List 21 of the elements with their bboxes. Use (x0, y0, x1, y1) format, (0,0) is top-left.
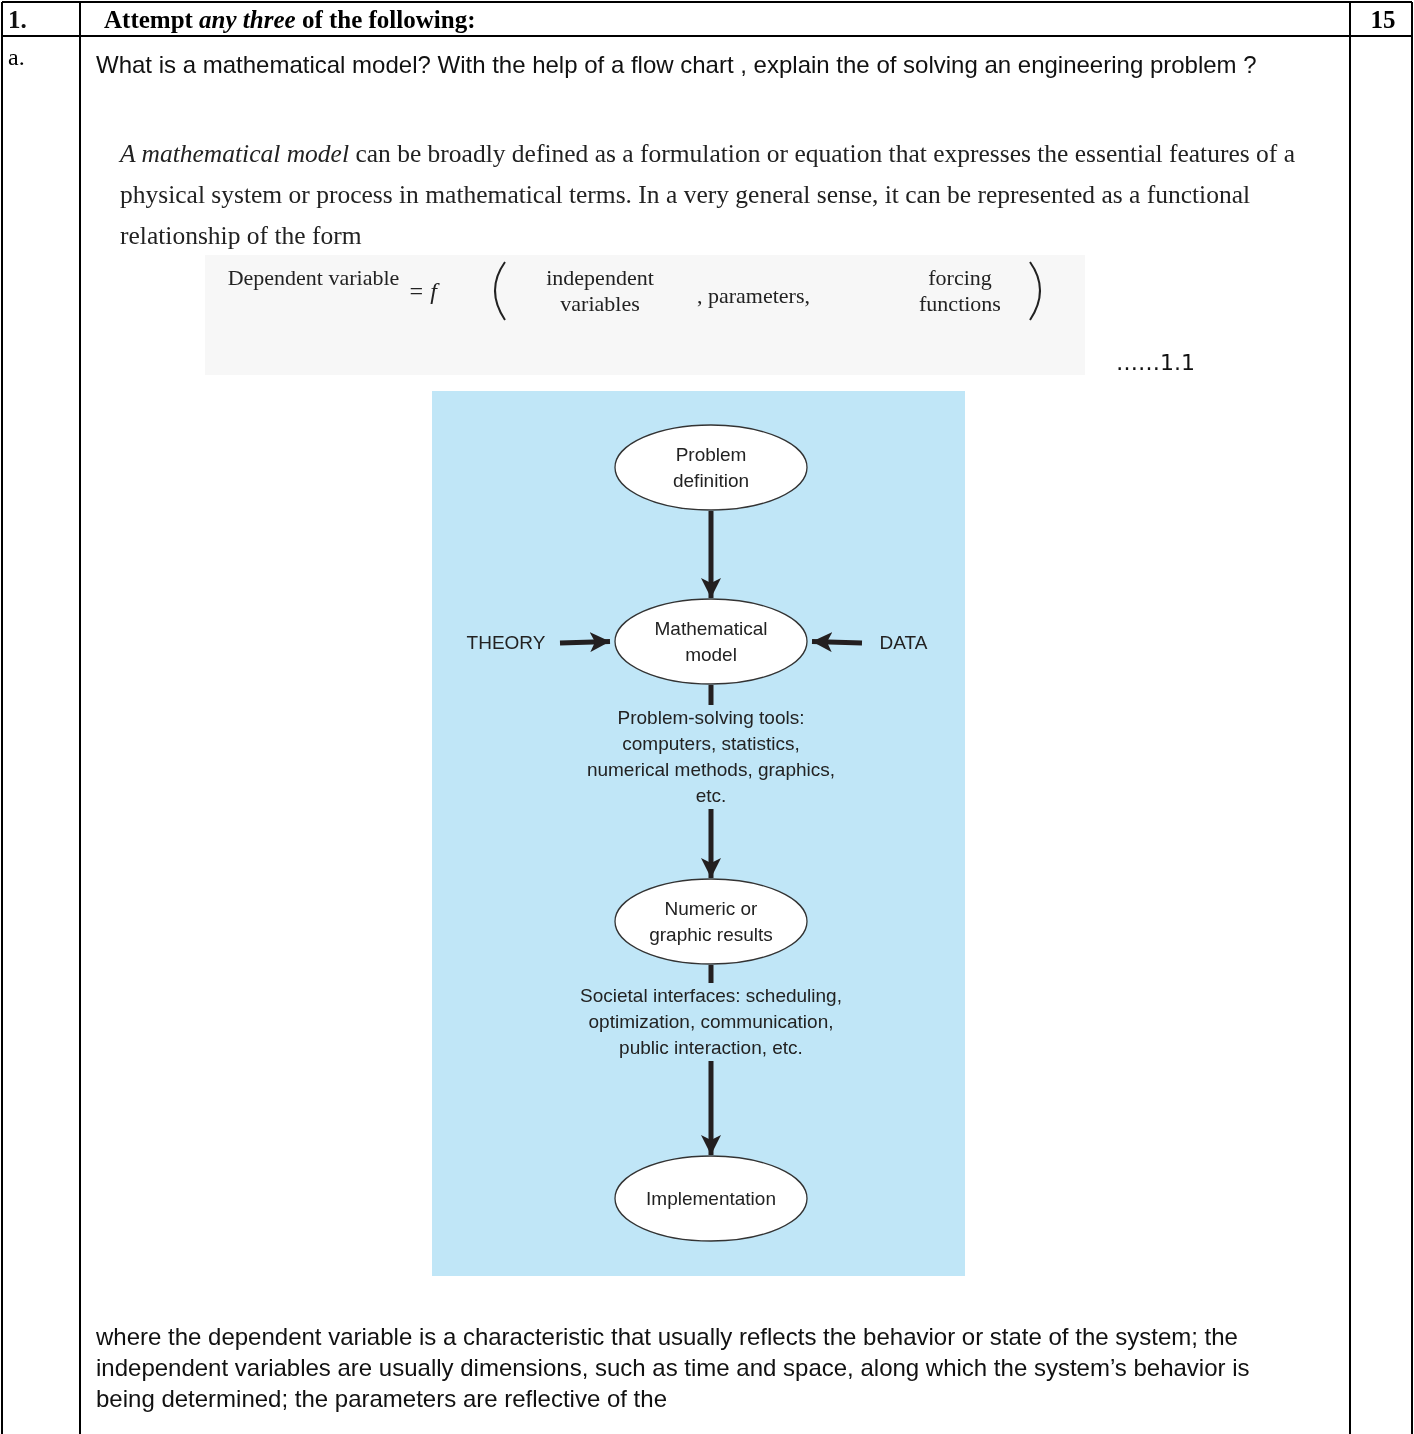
equation-term: , parameters, (697, 283, 810, 309)
arrow (811, 632, 863, 653)
equation-term: Dependent variable (226, 265, 401, 291)
question-letter: a. (8, 44, 25, 71)
process-ellipse: Numeric or graphic results (614, 878, 808, 965)
equation-term: independent variables (545, 265, 655, 317)
equation-term: forcing functions (918, 265, 1002, 317)
process-ellipse: Mathematical model (614, 598, 808, 685)
question-text: What is a mathematical model? With the help of a flow chart , explain the of solving an engineering problem ? (96, 50, 1258, 80)
input-label: DATA (866, 628, 941, 658)
section-heading: Attempt any three of the following: (104, 6, 476, 34)
row-number: 1. (8, 6, 27, 34)
process-ellipse: Problem definition (614, 424, 808, 511)
arrow (701, 511, 721, 598)
process-ellipse: Implementation (614, 1155, 808, 1242)
equation-number: ……1.1 (1116, 350, 1195, 375)
paragraph: where the dependent variable is a characteristic that usually reflects the behavior or state of the system; the independent variables are usually dimensions, such as time and space, along which the system’s behavior is being determined; the parameters are reflective of the (96, 1322, 1251, 1414)
marks: 15 (1369, 6, 1397, 34)
input-label: THEORY (456, 628, 556, 658)
arrow (559, 632, 611, 653)
paragraph: A mathematical model can be broadly defined as a formulation or equation that expresses the essential features of a physical system or process in mathematical terms. In a very general sense, it can be represented as a functional relationship of the form (120, 138, 1296, 252)
